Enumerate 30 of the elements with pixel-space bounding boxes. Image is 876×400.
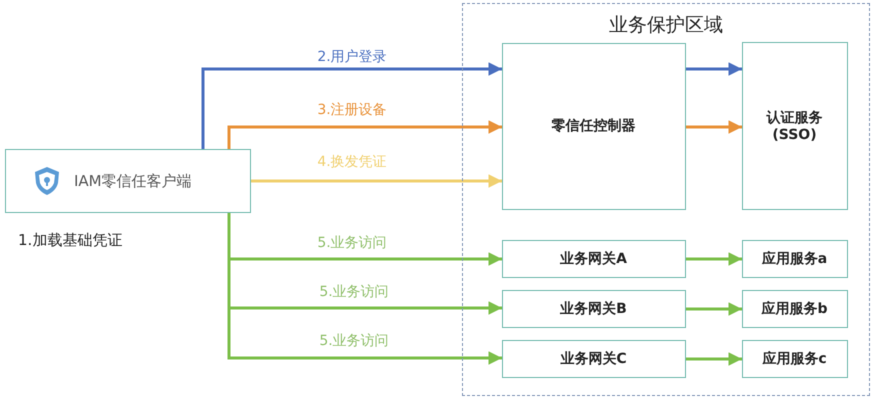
zone-region bbox=[462, 3, 870, 396]
node-label: 零信任控制器 bbox=[552, 117, 636, 135]
process-box bbox=[742, 290, 848, 328]
step-label: 1.加载基础凭证 bbox=[18, 231, 122, 250]
arrow bbox=[228, 213, 502, 365]
arrow bbox=[686, 120, 742, 134]
arrow bbox=[202, 62, 502, 149]
node-label: 业务网关B bbox=[560, 300, 627, 318]
arrow bbox=[251, 174, 502, 188]
process-box bbox=[502, 290, 686, 328]
arrow bbox=[686, 252, 742, 266]
arrow bbox=[228, 120, 502, 149]
process-box bbox=[742, 240, 848, 278]
process-box bbox=[742, 42, 848, 210]
node-label: 业务网关C bbox=[560, 350, 627, 368]
arrow bbox=[686, 62, 742, 76]
node-label: 认证服务 (SSO) bbox=[765, 108, 824, 142]
node-label: IAM零信任客户端 bbox=[74, 172, 192, 190]
node-label: 应用服务a bbox=[762, 250, 828, 268]
process-box bbox=[502, 240, 686, 278]
zone-title: 业务保护区域 bbox=[609, 13, 723, 38]
node-label: 业务网关A bbox=[560, 250, 627, 268]
arrow bbox=[686, 302, 742, 316]
process-box bbox=[742, 340, 848, 378]
process-box bbox=[502, 42, 686, 210]
client-box bbox=[5, 149, 251, 213]
process-box bbox=[502, 340, 686, 378]
node-label: 应用服务c bbox=[762, 350, 827, 368]
arrow bbox=[686, 352, 742, 366]
node-label: 应用服务b bbox=[761, 300, 828, 318]
